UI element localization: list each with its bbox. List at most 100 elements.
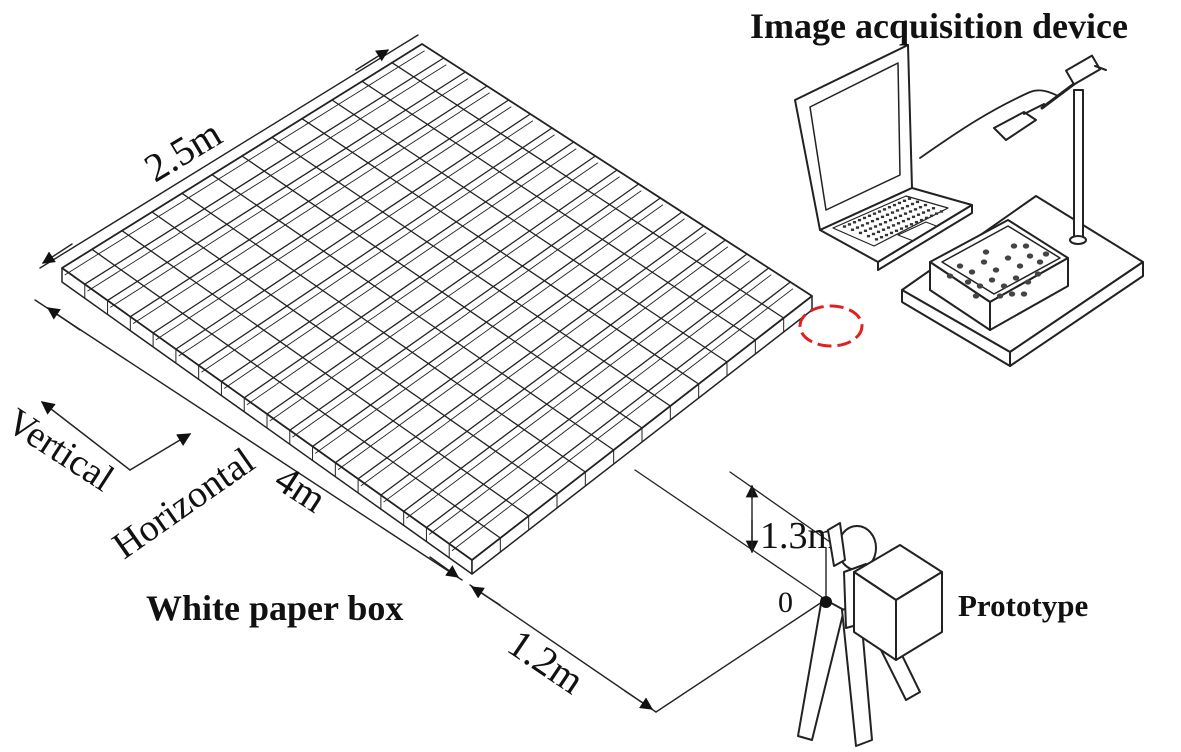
- highlight-circle: [798, 304, 864, 348]
- grid-cell-wall: [327, 359, 358, 381]
- direction-axes: Vertical Horizontal: [0, 400, 262, 567]
- grid-cell-wall: [415, 298, 445, 320]
- seed-dot: [1024, 279, 1032, 285]
- grid-cell-wall: [619, 274, 649, 297]
- grid-cell-wall: [611, 190, 642, 212]
- grid-cell-wall: [110, 287, 141, 308]
- grid-cell-wall: [524, 251, 555, 274]
- grid-cell-wall: [94, 237, 125, 257]
- grid-cell-wall: [670, 267, 700, 290]
- seed-dot: [982, 249, 990, 255]
- keyboard-key: [884, 233, 889, 237]
- grid-cell-wall: [539, 301, 570, 324]
- seed-dot: [1004, 255, 1012, 261]
- seed-dot: [1036, 259, 1044, 265]
- grid-cell-wall: [185, 300, 216, 321]
- grid-cell-wall: [162, 284, 193, 305]
- grid-cell-wall: [612, 310, 643, 333]
- grid-cell-wall: [223, 368, 254, 389]
- keyboard-key: [911, 215, 916, 219]
- laptop-keyboard: [842, 197, 944, 241]
- keyboard-key: [924, 216, 929, 220]
- grid-cell-wall: [650, 375, 680, 399]
- seed-dot: [972, 293, 980, 299]
- grid-cell-wall: [237, 296, 268, 318]
- grid-cell-wall: [176, 215, 208, 235]
- grid-cell-wall: [341, 288, 372, 309]
- grid-cell-wall: [469, 416, 499, 439]
- grid-cell-wall: [656, 339, 687, 362]
- grid-cell-wall: [562, 316, 592, 339]
- grid-cell-wall: [372, 390, 403, 413]
- grid-cell-wall: [498, 395, 528, 418]
- keyboard-key: [889, 231, 894, 235]
- grid-cell-wall: [542, 425, 572, 449]
- grid-col-line: [152, 99, 510, 334]
- grid-cell-wall: [503, 120, 534, 141]
- keyboard-key: [907, 197, 912, 200]
- grid-cell-wall: [275, 364, 306, 385]
- keyboard-key: [931, 207, 936, 210]
- white-paper-box-grid: [61, 43, 813, 575]
- grid-cell-wall: [458, 208, 489, 229]
- grid-cell-wall: [508, 484, 538, 508]
- grid-cell-wall: [251, 227, 282, 248]
- grid-cell-wall: [360, 464, 390, 487]
- keyboard-key: [877, 210, 882, 213]
- grid-col-line: [243, 155, 596, 399]
- grid-cell-wall: [720, 260, 750, 283]
- grid-cell-wall: [274, 242, 305, 263]
- keyboard-key: [852, 221, 857, 224]
- grid-col-line: [289, 183, 640, 431]
- grid-cell-wall: [154, 199, 185, 220]
- grid-cell-wall: [546, 266, 577, 288]
- grid-cell-wall: [531, 217, 562, 239]
- grid-cell-wall: [362, 184, 394, 205]
- grid-cell-wall: [289, 292, 320, 314]
- grid-cell-wall: [229, 211, 260, 232]
- keyboard-key: [855, 226, 860, 229]
- keyboard-key: [885, 213, 890, 216]
- grid-cell-wall: [298, 379, 329, 401]
- grid-cell-wall: [377, 233, 408, 254]
- keyboard-key: [882, 208, 887, 211]
- box-label: White paper box: [146, 588, 403, 628]
- seed-dot: [1008, 291, 1016, 297]
- grid-cell-wall: [274, 125, 305, 145]
- keyboard-key: [921, 211, 926, 214]
- grid-col-line: [107, 71, 466, 301]
- grid-cell-wall: [259, 192, 290, 213]
- grid-cell-wall: [568, 281, 599, 303]
- grid-cell-wall: [641, 288, 671, 311]
- seed-dot: [956, 263, 964, 269]
- grid-cell-wall: [117, 253, 148, 273]
- grid-cell-wall: [459, 328, 490, 351]
- vertical-label: Vertical: [0, 400, 121, 500]
- grid-cells: [64, 50, 794, 552]
- distance-label: 1.2m: [500, 620, 592, 703]
- grid-cell-wall: [269, 400, 300, 422]
- grid-cell-wall: [487, 188, 518, 210]
- grid-cell-wall: [430, 349, 461, 371]
- grid-cell-wall: [178, 336, 209, 357]
- grid-col-line: [198, 127, 553, 366]
- grid-cell-wall: [408, 97, 439, 118]
- grid-cell-wall: [207, 316, 238, 337]
- grid-cell-wall: [124, 218, 155, 238]
- keyboard-key: [890, 211, 895, 214]
- keyboard-key: [900, 207, 905, 210]
- grid-col-line: [403, 253, 748, 512]
- grid-cell-wall: [356, 339, 387, 361]
- grid-cell-wall: [495, 272, 526, 294]
- seed-dot: [968, 269, 976, 275]
- grid-cell-wall: [386, 83, 417, 103]
- grid-cell-wall: [568, 162, 599, 184]
- grid-cell-wall: [514, 447, 544, 470]
- grid-cell-wall: [326, 120, 357, 141]
- grid-col-line: [129, 85, 488, 318]
- grid-cell-wall: [201, 352, 232, 373]
- seed-dot: [1042, 251, 1050, 257]
- grid-cell-wall: [549, 389, 579, 412]
- grid-cell-wall: [418, 422, 448, 445]
